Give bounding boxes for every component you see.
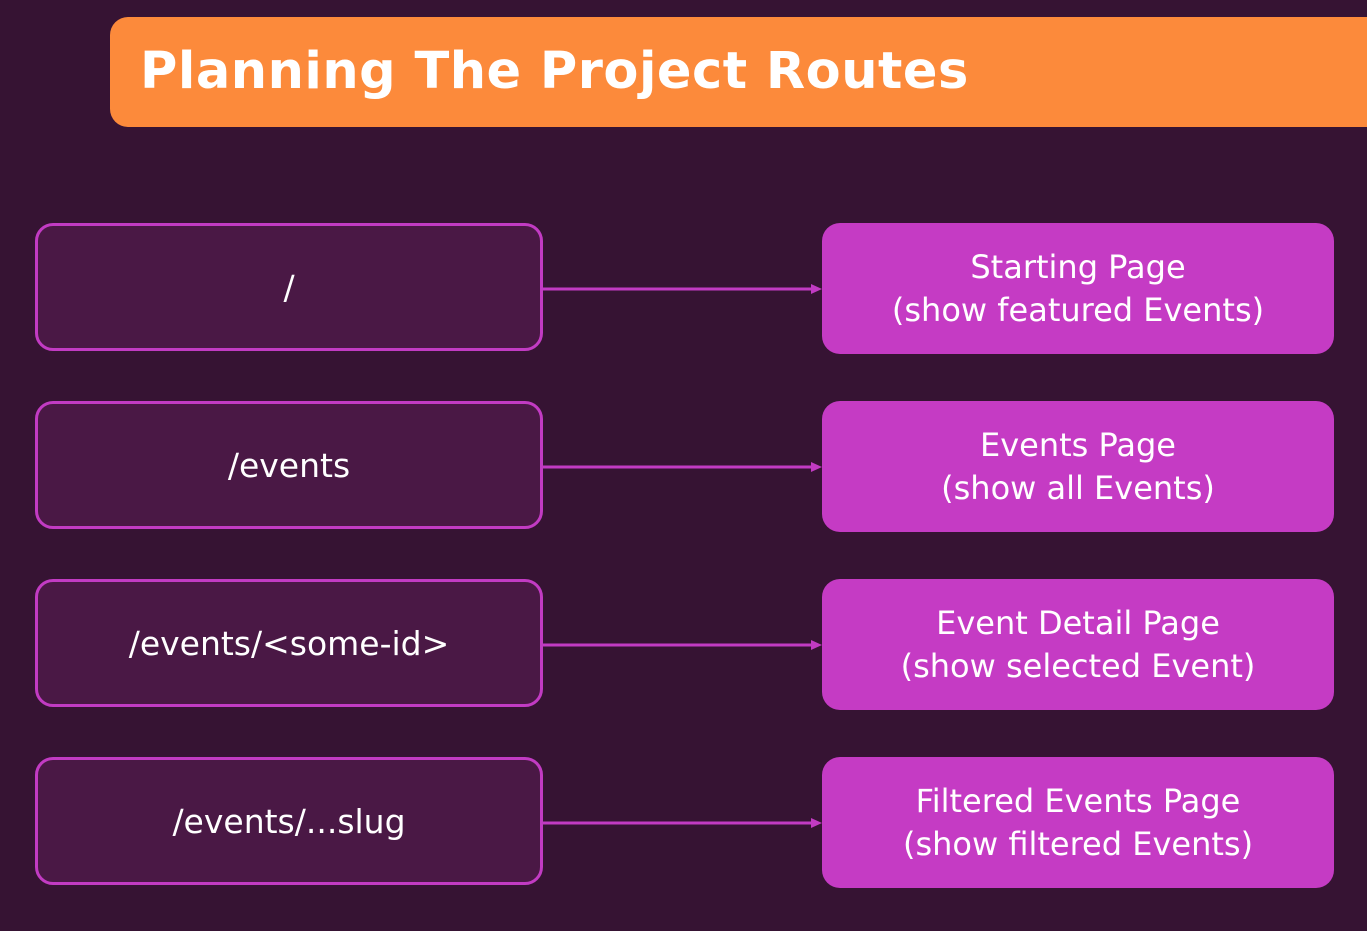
route-path: / (283, 267, 295, 307)
page-box-events: Events Page (show all Events) (822, 401, 1334, 532)
route-box-events: /events (35, 401, 543, 529)
page-detail: (show featured Events) (891, 290, 1265, 329)
title-banner: Planning The Project Routes (110, 17, 1367, 127)
route-box-root: / (35, 223, 543, 351)
page-box-event-detail: Event Detail Page (show selected Event) (822, 579, 1334, 710)
route-path: /events/<some-id> (128, 623, 450, 663)
arrow-connector (543, 818, 822, 828)
page-detail: (show selected Event) (900, 646, 1256, 685)
arrow-connector (543, 640, 822, 650)
route-box-event-detail: /events/<some-id> (35, 579, 543, 707)
route-box-filtered: /events/...slug (35, 757, 543, 885)
arrow-connector (543, 462, 822, 472)
page-box-starting: Starting Page (show featured Events) (822, 223, 1334, 354)
page-name: Filtered Events Page (915, 781, 1241, 820)
page-detail: (show filtered Events) (902, 824, 1254, 863)
route-path: /events/...slug (172, 801, 406, 841)
route-path: /events (227, 445, 351, 485)
page-detail: (show all Events) (941, 468, 1215, 507)
page-name: Events Page (980, 425, 1176, 464)
page-box-filtered: Filtered Events Page (show filtered Even… (822, 757, 1334, 888)
page-title: Planning The Project Routes (140, 42, 969, 101)
page-name: Starting Page (970, 247, 1186, 286)
arrow-connector (543, 284, 822, 294)
page-name: Event Detail Page (936, 603, 1220, 642)
